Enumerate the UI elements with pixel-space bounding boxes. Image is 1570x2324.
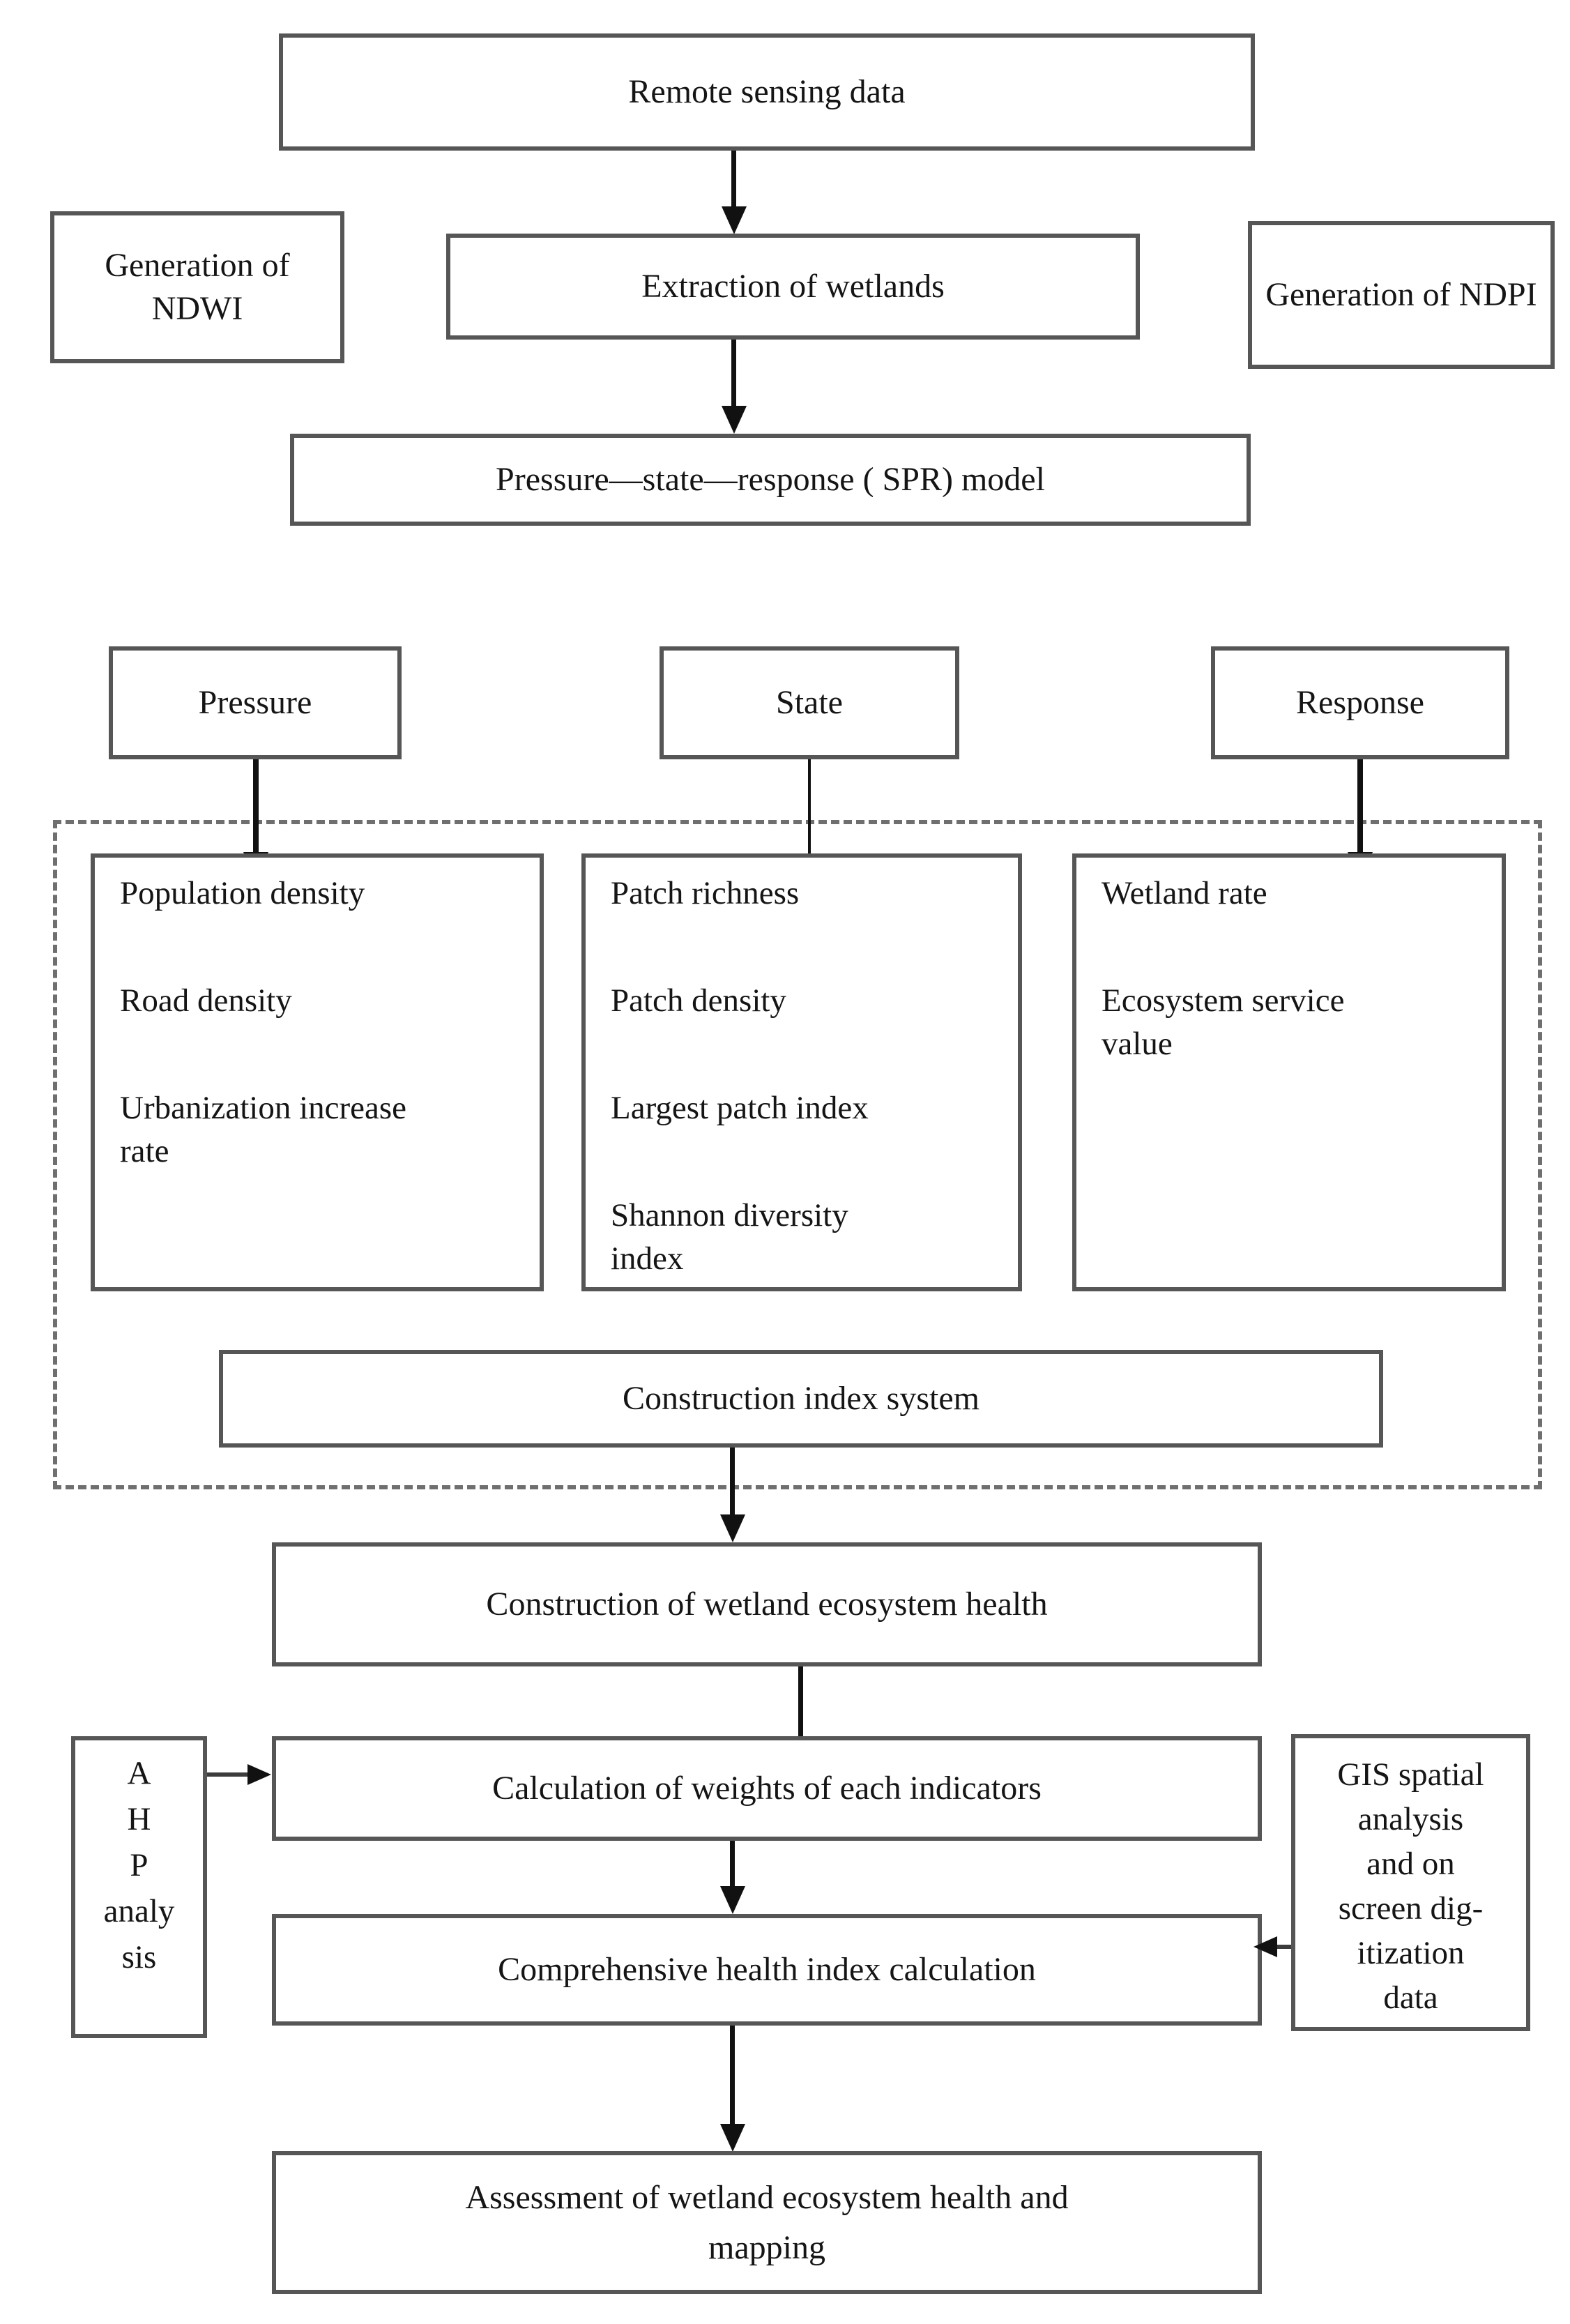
node-generation-ndwi-label: Generation of NDWI: [105, 246, 290, 327]
state-indicator-line: Patch density: [611, 982, 786, 1019]
pressure-indicator-item: Road density: [120, 979, 292, 1022]
state-indicator-item: Patch richness: [611, 872, 799, 915]
state-indicator-line: index: [611, 1240, 684, 1277]
node-generation-ndpi-label: Generation of NDPI: [1265, 275, 1537, 313]
node-pressure-indicators: Population density Road density Urbaniza…: [91, 853, 544, 1291]
ahp-line: P: [130, 1847, 148, 1883]
state-indicator-line: Patch richness: [611, 875, 800, 911]
connector-health-to-weights-line: [798, 1666, 803, 1736]
ahp-line: analy: [103, 1893, 175, 1929]
node-pressure-label: Pressure: [198, 683, 312, 721]
node-extraction-of-wetlands: Extraction of wetlands: [446, 234, 1140, 340]
arrow-pressure-to-indicators-line: [253, 759, 259, 857]
node-construction-wetland-health: Construction of wetland ecosystem health: [272, 1542, 1262, 1666]
arrow-comprehensive-to-assessment-line: [730, 2026, 735, 2127]
response-indicator-line: Ecosystem service: [1102, 982, 1345, 1019]
node-construction-index-system: Construction index system: [219, 1350, 1383, 1448]
assessment-line: mapping: [708, 2228, 825, 2266]
node-state-indicators: Patch richness Patch density Largest pat…: [581, 853, 1022, 1291]
response-indicator-item: Ecosystem service value: [1102, 979, 1344, 1065]
arrow-remote-to-extraction-line: [731, 151, 736, 211]
node-state-label: State: [776, 683, 843, 721]
node-generation-ndwi: Generation of NDWI: [50, 211, 344, 363]
gis-line: screen dig-: [1338, 1890, 1484, 1927]
node-gis-data: GIS spatial analysis and on screen dig- …: [1291, 1734, 1530, 2031]
pressure-indicator-line: Urbanization increase: [120, 1090, 407, 1126]
node-state: State: [660, 646, 959, 759]
node-remote-sensing-data: Remote sensing data: [279, 33, 1255, 151]
node-construction-wetland-health-label: Construction of wetland ecosystem health: [486, 1585, 1048, 1623]
arrow-weights-to-comprehensive-line: [730, 1841, 735, 1890]
node-comprehensive-index: Comprehensive health index calculation: [272, 1914, 1262, 2026]
node-extraction-of-wetlands-label: Extraction of wetlands: [641, 267, 945, 305]
gis-line: and on: [1366, 1846, 1455, 1882]
node-assessment-mapping: Assessment of wetland ecosystem health a…: [272, 2151, 1262, 2294]
node-remote-sensing-data-label: Remote sensing data: [628, 73, 906, 110]
arrow-response-to-indicators-line: [1357, 759, 1363, 857]
arrow-weights-to-comprehensive-head: [720, 1886, 745, 1914]
pressure-indicator-line: Road density: [120, 982, 292, 1019]
state-indicator-line: Shannon diversity: [611, 1197, 848, 1233]
node-construction-index-system-label: Construction index system: [623, 1379, 980, 1417]
ahp-line: A: [127, 1755, 151, 1791]
dashed-index-system-region: [53, 820, 1542, 1489]
assessment-line: Assessment of wetland ecosystem health a…: [465, 2178, 1069, 2216]
pressure-indicator-line: Population density: [120, 875, 365, 911]
state-indicator-item: Shannon diversity index: [611, 1194, 848, 1280]
node-response-indicators: Wetland rate Ecosystem service value: [1072, 853, 1506, 1291]
state-indicator-item: Patch density: [611, 979, 786, 1022]
node-ahp-analysis: A H P analy sis: [71, 1736, 207, 2038]
arrow-state-to-indicators-line: [808, 759, 811, 899]
gis-line: GIS spatial: [1337, 1756, 1484, 1793]
pressure-indicator-line: rate: [120, 1133, 169, 1169]
arrow-remote-to-extraction-head: [722, 206, 747, 234]
node-comprehensive-index-label: Comprehensive health index calculation: [498, 1950, 1036, 1988]
node-calculation-weights-label: Calculation of weights of each indicator…: [492, 1769, 1042, 1807]
ahp-line: H: [127, 1801, 151, 1837]
node-pressure: Pressure: [109, 646, 402, 759]
pressure-indicator-item: Population density: [120, 872, 365, 915]
response-indicator-item: Wetland rate: [1102, 872, 1267, 915]
arrow-gis-to-comprehensive-head: [1253, 1936, 1277, 1957]
ahp-line: sis: [121, 1939, 157, 1975]
arrow-cis-to-health-head: [720, 1514, 745, 1542]
arrow-extraction-to-spr-line: [731, 340, 736, 409]
arrow-gis-to-comprehensive-line: [1272, 1945, 1291, 1949]
pressure-indicator-item: Urbanization increase rate: [120, 1086, 406, 1173]
response-indicator-line: value: [1102, 1026, 1173, 1062]
arrow-comprehensive-to-assessment-head: [720, 2124, 745, 2152]
node-response-label: Response: [1296, 683, 1424, 721]
arrow-extraction-to-spr-head: [722, 406, 747, 434]
response-indicator-line: Wetland rate: [1102, 875, 1267, 911]
node-calculation-weights: Calculation of weights of each indicator…: [272, 1736, 1262, 1841]
arrow-cis-to-health-line: [730, 1448, 735, 1517]
node-generation-ndpi: Generation of NDPI: [1248, 221, 1555, 369]
state-indicator-item: Largest patch index: [611, 1086, 869, 1130]
gis-line: itization: [1357, 1935, 1465, 1971]
node-spr-model-label: Pressure—state—response ( SPR) model: [496, 460, 1045, 498]
node-response: Response: [1211, 646, 1509, 759]
arrow-ahp-to-weights-head: [247, 1764, 271, 1785]
gis-line: analysis: [1357, 1801, 1464, 1837]
node-spr-model: Pressure—state—response ( SPR) model: [290, 434, 1251, 526]
state-indicator-line: Largest patch index: [611, 1090, 869, 1126]
arrow-ahp-to-weights-line: [207, 1772, 250, 1777]
gis-line: data: [1383, 1980, 1438, 2016]
